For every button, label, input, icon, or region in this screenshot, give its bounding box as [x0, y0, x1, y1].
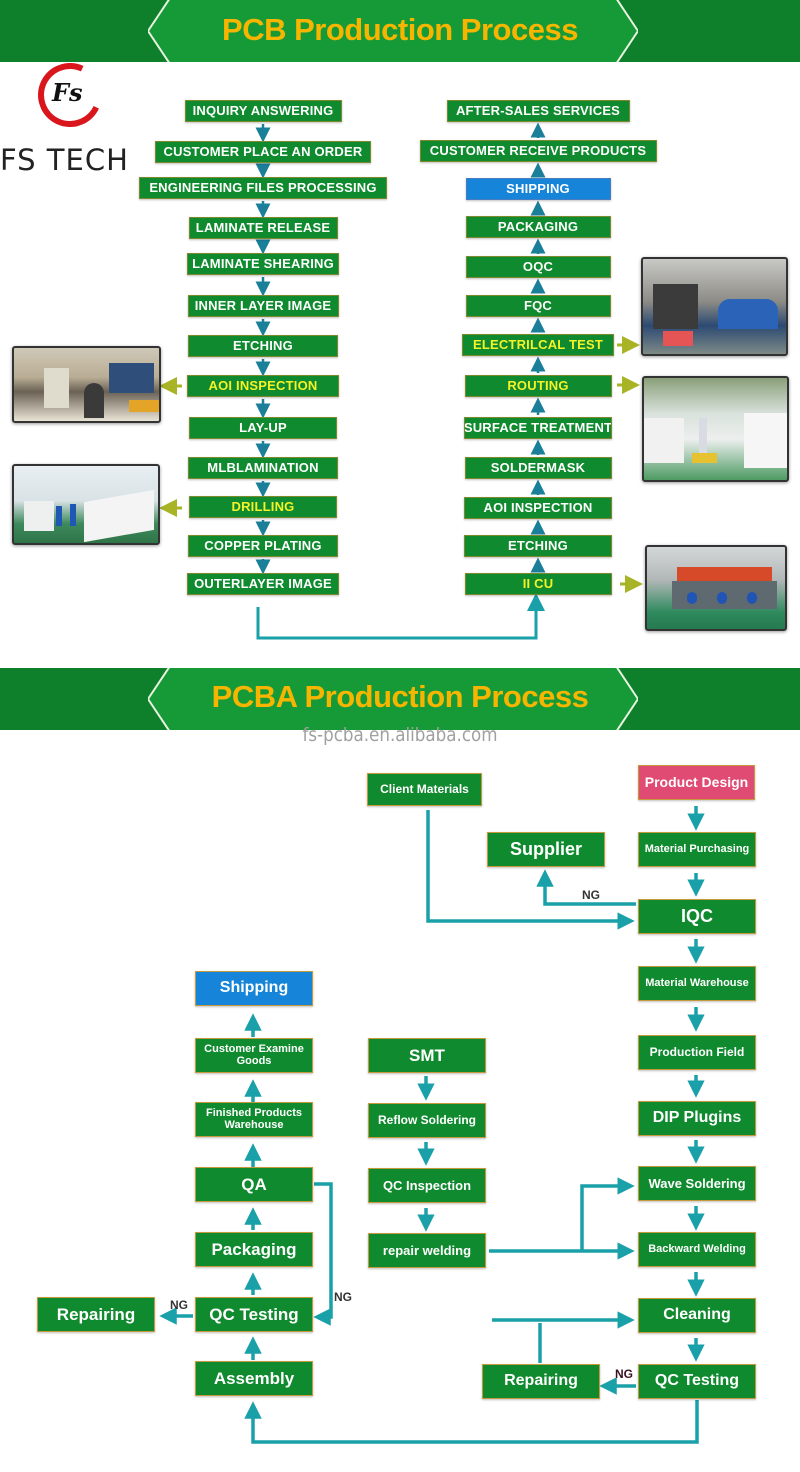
brand-name: FS TECH [0, 143, 129, 177]
pcb-u-turn-connector [256, 593, 545, 640]
pcb-step-left: LAY-UP [189, 417, 337, 439]
pcb-step-right: AFTER-SALES SERVICES [446, 100, 630, 122]
pcb-step-left: COPPER PLATING [188, 535, 338, 557]
pcb-step-right: SHIPPING [465, 178, 611, 200]
arrow-repair-to-wave [580, 1177, 635, 1251]
ng-label-qc-right: NG [615, 1367, 633, 1381]
node-production-field: Production Field [638, 1035, 756, 1070]
pcb-step-right: CUSTOMER RECEIVE PRODUCTS [419, 140, 657, 162]
pcb-step-right: SOLDERMASK [464, 457, 612, 479]
node-repairing-left: Repairing [37, 1297, 155, 1332]
pcb-step-left: LAMINATE SHEARING [187, 253, 339, 275]
ng-label-qa: NG [334, 1290, 352, 1304]
node-product-design: Product Design [638, 765, 755, 800]
node-shipping: Shipping [195, 971, 313, 1006]
pcb-step-left: ENGINEERING FILES PROCESSING [139, 177, 387, 199]
node-backward-welding: Backward Welding [638, 1232, 756, 1267]
pcb-section-title: PCB Production Process [222, 12, 578, 47]
node-material-warehouse: Material Warehouse [638, 966, 756, 1001]
pcb-step-left: INNER LAYER IMAGE [187, 295, 339, 317]
node-dip-plugins: DIP Plugins [638, 1101, 756, 1136]
banner-hexagon-frame [148, 668, 638, 730]
node-packaging: Packaging [195, 1232, 313, 1267]
pcb-step-left: OUTERLAYER IMAGE [187, 573, 339, 595]
pcba-banner [0, 668, 800, 730]
routing-photo [642, 376, 789, 482]
aoi-inspection-photo [12, 346, 161, 423]
pcb-step-right: II CU [464, 573, 612, 595]
node-qc-inspection: QC Inspection [368, 1168, 486, 1203]
pcb-step-right: ROUTING [464, 375, 612, 397]
node-smt: SMT [368, 1038, 486, 1073]
node-finished-products-warehouse: Finished Products Warehouse [195, 1102, 313, 1137]
node-iqc: IQC [638, 899, 756, 934]
pcb-step-left: CUSTOMER PLACE AN ORDER [155, 141, 371, 163]
pcb-step-right: SURFACE TREATMENT [464, 417, 612, 439]
pcb-step-right: ELECTRILCAL TEST [462, 334, 614, 356]
node-customer-examine-goods: Customer Examine Goods [195, 1038, 313, 1073]
pcb-step-right: OQC [465, 256, 611, 278]
drilling-photo [12, 464, 160, 545]
pcb-step-left: DRILLING [189, 496, 337, 518]
node-qc-testing-right: QC Testing [638, 1364, 756, 1399]
pcb-banner [0, 0, 800, 62]
pcb-step-left: ETCHING [188, 335, 338, 357]
banner-hexagon-frame [148, 0, 638, 62]
node-cleaning: Cleaning [638, 1298, 756, 1333]
pcba-section-title: PCBA Production Process [211, 679, 589, 714]
pcb-step-left: MLBLAMINATION [188, 457, 338, 479]
ng-label-iqc: NG [582, 888, 600, 902]
pcb-step-right: AOI INSPECTION [464, 497, 612, 519]
pcb-step-left: AOI INSPECTION [187, 375, 339, 397]
node-wave-soldering: Wave Soldering [638, 1166, 756, 1201]
fs-logo-monogram: Fs [52, 78, 83, 107]
node-material-purchasing: Material Purchasing [638, 832, 756, 867]
arrow-qa-ng-to-qctesting [313, 1182, 333, 1326]
ng-label-qc-left: NG [170, 1298, 188, 1312]
node-supplier: Supplier [487, 832, 605, 867]
pcb-step-right: ETCHING [464, 535, 612, 557]
pcb-step-left: LAMINATE RELEASE [188, 217, 338, 239]
electrical-test-photo [641, 257, 788, 356]
pcb-step-right: PACKAGING [465, 216, 611, 238]
node-repairing-right: Repairing [482, 1364, 600, 1399]
node-qc-testing-left: QC Testing [195, 1297, 313, 1332]
node-client-materials: Client Materials [367, 773, 482, 806]
node-repair-welding: repair welding [368, 1233, 486, 1268]
node-qa: QA [195, 1167, 313, 1202]
pcb-step-left: INQUIRY ANSWERING [184, 100, 342, 122]
arrow-qc-right-to-assembly [244, 1400, 699, 1444]
watermark: fs-pcba.en.alibaba.com [302, 724, 498, 746]
ii-cu-photo [645, 545, 787, 631]
node-assembly: Assembly [195, 1361, 313, 1396]
node-reflow-soldering: Reflow Soldering [368, 1103, 486, 1138]
pcb-step-right: FQC [465, 295, 611, 317]
